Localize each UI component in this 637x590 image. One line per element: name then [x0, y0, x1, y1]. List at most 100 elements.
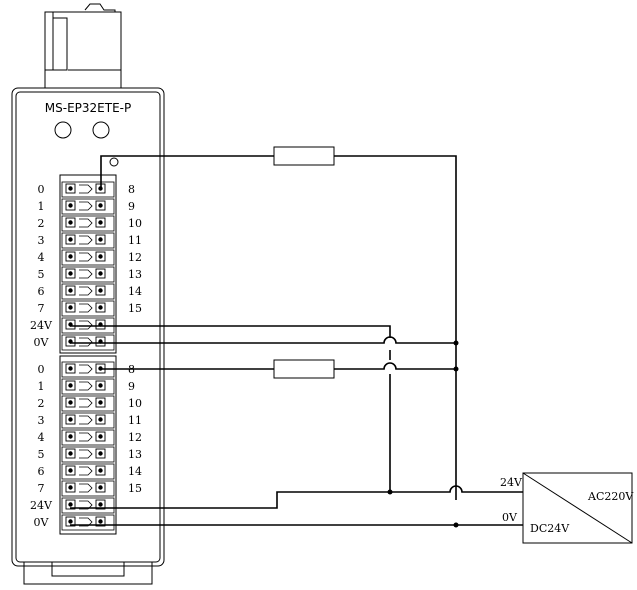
psu-0v-label: 0V — [502, 511, 518, 524]
terminal-screw-dot — [98, 237, 103, 242]
terminal-screw-dot — [98, 451, 103, 456]
terminal-right-label: 12 — [128, 251, 142, 264]
terminal-screw-dot — [98, 288, 103, 293]
terminal-screw — [65, 234, 76, 245]
junction-dot — [453, 366, 459, 372]
wire-block1-0v — [70, 336, 456, 344]
terminal-screw-dot — [68, 468, 73, 473]
terminal-screw-dot — [68, 288, 73, 293]
terminal-arrow — [79, 500, 93, 510]
terminal-row — [61, 266, 115, 283]
terminal-right-label: 15 — [128, 482, 142, 495]
terminal-screw — [95, 482, 106, 493]
terminal-screw-dot — [68, 220, 73, 225]
terminal-screw-dot — [68, 519, 73, 524]
terminal-right-label: 11 — [128, 234, 142, 247]
terminal-screw-dot — [68, 451, 73, 456]
wire-block1-24v — [70, 325, 391, 492]
terminal-right-label: 13 — [128, 448, 142, 461]
terminal-screw — [65, 448, 76, 459]
terminal-screw — [95, 516, 106, 527]
terminal-right-label: 11 — [128, 414, 142, 427]
terminal-screw — [95, 465, 106, 476]
psu-output-label: DC24V — [530, 522, 570, 535]
terminal-right-label: 10 — [128, 397, 142, 410]
resistor-2 — [273, 359, 335, 379]
terminal-row — [61, 480, 115, 497]
terminal-left-label: 3 — [38, 234, 45, 247]
terminal-screw-dot — [68, 305, 73, 310]
terminal-screw — [95, 234, 106, 245]
module-top-connector — [44, 3, 122, 89]
status-led-1 — [54, 121, 72, 139]
terminal-arrow — [79, 337, 93, 347]
terminal-screw — [65, 380, 76, 391]
terminal-left-label: 7 — [38, 482, 45, 495]
terminal-arrow — [79, 286, 93, 296]
terminal-screw-dot — [68, 383, 73, 388]
terminal-arrow — [79, 201, 93, 211]
terminal-left-label: 6 — [38, 465, 45, 478]
terminal-screw-dot — [98, 305, 103, 310]
power-supply — [522, 472, 633, 544]
junction-dot — [453, 522, 459, 528]
terminal-left-label: 24V — [30, 499, 53, 512]
terminal-arrow — [79, 303, 93, 313]
terminal-left-label: 3 — [38, 414, 45, 427]
terminal-screw — [65, 397, 76, 408]
terminal-screw-dot — [98, 203, 103, 208]
terminal-screw-dot — [98, 502, 103, 507]
terminal-screw — [65, 431, 76, 442]
terminal-screw — [95, 285, 106, 296]
terminal-right-label: 8 — [128, 183, 135, 196]
terminal-left-label: 5 — [38, 448, 45, 461]
terminal-left-label: 4 — [38, 251, 45, 264]
terminal-left-label: 7 — [38, 302, 45, 315]
terminal-screw — [65, 285, 76, 296]
terminal-left-label: 0V — [34, 516, 50, 529]
terminal-left-label: 2 — [38, 217, 45, 230]
terminal-screw — [95, 336, 106, 347]
terminal-left-label: 1 — [38, 380, 45, 393]
psu-24v-label: 24V — [500, 476, 523, 489]
terminal-row — [61, 378, 115, 395]
terminal-arrow — [79, 466, 93, 476]
terminal-screw-dot — [68, 186, 73, 191]
terminal-screw-dot — [98, 417, 103, 422]
terminal-row — [61, 283, 115, 300]
terminal-screw-dot — [98, 434, 103, 439]
wire-block1-out8 — [100, 155, 457, 500]
terminal-right-label: 15 — [128, 302, 142, 315]
terminal-screw — [65, 336, 76, 347]
terminal-screw-dot — [68, 203, 73, 208]
terminal-arrow — [79, 449, 93, 459]
terminal-screw — [65, 482, 76, 493]
junction-dot — [453, 340, 459, 346]
terminal-screw — [65, 414, 76, 425]
terminal-screw — [95, 319, 106, 330]
terminal-left-label: 4 — [38, 431, 45, 444]
terminal-left-label: 0V — [34, 336, 50, 349]
terminal-screw-dot — [98, 485, 103, 490]
terminal-screw — [65, 516, 76, 527]
terminal-screw — [65, 302, 76, 313]
terminal-arrow — [79, 415, 93, 425]
terminal-right-label: 12 — [128, 431, 142, 444]
terminal-left-label: 2 — [38, 397, 45, 410]
terminal-right-label: 10 — [128, 217, 142, 230]
terminal-screw-dot — [68, 485, 73, 490]
terminal-arrow — [79, 398, 93, 408]
terminal-arrow — [79, 235, 93, 245]
terminal-right-label: 14 — [128, 465, 142, 478]
terminal-screw-dot — [68, 502, 73, 507]
terminal-right-label: 9 — [128, 200, 135, 213]
terminal-left-label: 0 — [38, 363, 45, 376]
terminal-right-label: 14 — [128, 285, 142, 298]
terminal-screw — [95, 251, 106, 262]
terminal-arrow — [79, 364, 93, 374]
terminal-screw — [95, 431, 106, 442]
terminal-screw — [95, 499, 106, 510]
terminal-left-label: 0 — [38, 183, 45, 196]
terminal-right-label: 9 — [128, 380, 135, 393]
terminal-screw-dot — [98, 468, 103, 473]
